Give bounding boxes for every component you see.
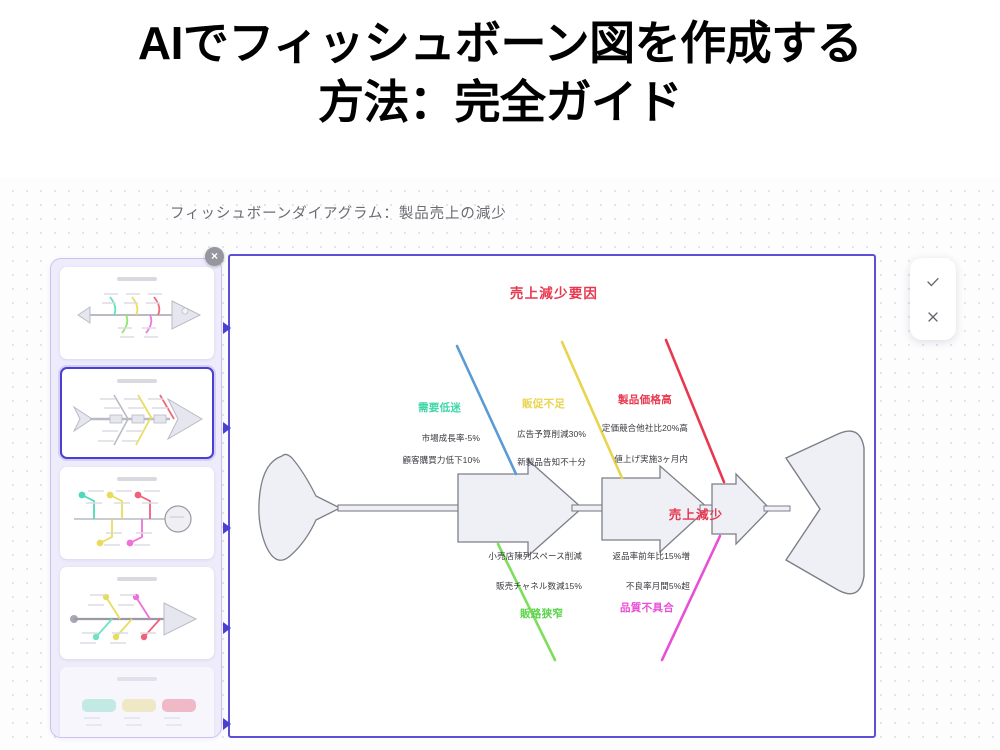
branch-1-cause-1: 新製品告知不十分 xyxy=(517,457,586,467)
branch-0-cause-0: 市場成長率-5% xyxy=(421,433,480,443)
thumbnail-title-placeholder xyxy=(117,577,157,581)
rail-caret-1[interactable] xyxy=(223,322,231,334)
thumbnail-preview-1 xyxy=(77,293,202,338)
sidebar-item-thumbnail-style-2[interactable] xyxy=(60,367,214,459)
thumbnail-preview-2 xyxy=(72,394,203,446)
sidebar-item-thumbnail-style-5[interactable] xyxy=(60,667,214,737)
branch-2-cause-0: 定価競合他社比20%高 xyxy=(601,423,688,433)
app-canvas-area: フィッシュボーンダイアグラム：製品売上の減少 xyxy=(0,178,1000,750)
thumbnail-preview-3 xyxy=(74,490,192,547)
branch-0-cause-1: 顧客購買力低下10% xyxy=(402,455,480,465)
rail-caret-2[interactable] xyxy=(223,422,231,434)
sidebar-item-thumbnail-style-3[interactable] xyxy=(60,467,214,559)
sidebar-item-thumbnail-style-1[interactable] xyxy=(60,267,214,359)
style-thumbnail-rail[interactable] xyxy=(50,258,222,738)
branch-2-cause-1: 値上げ実施3ヶ月内 xyxy=(614,454,688,464)
rail-caret-5[interactable] xyxy=(223,718,231,730)
app-frame: フィッシュボーンダイアグラム：製品売上の減少 xyxy=(36,178,1000,750)
page-title: AIでフィッシュボーン図を作成する 方法：完全ガイド xyxy=(0,14,1000,132)
fishbone-skeleton xyxy=(258,338,865,662)
rail-caret-3[interactable] xyxy=(223,522,231,534)
thumbnail-title-placeholder xyxy=(117,677,157,681)
page-title-line-2: 方法：完全ガイド xyxy=(318,75,683,128)
rail-caret-4[interactable] xyxy=(223,622,231,634)
thumbnail-preview-5 xyxy=(82,699,196,726)
canvas-heading: フィッシュボーンダイアグラム：製品売上の減少 xyxy=(170,206,507,222)
page-title-line-1: AIでフィッシュボーン図を作成する xyxy=(137,17,863,69)
thumbnail-preview-4 xyxy=(70,593,198,644)
branch-3-cause-0: 小売店陳列スペース削減 xyxy=(488,551,582,561)
branch-label-2: 製品価格高 xyxy=(618,394,672,406)
check-icon[interactable] xyxy=(920,269,946,295)
fishbone-diagram-board[interactable]: 売上減少要因 xyxy=(228,254,876,738)
branch-3-cause-1: 販売チャネル数減15% xyxy=(495,581,582,591)
thumbnail-title-placeholder xyxy=(117,477,157,481)
close-x-icon[interactable] xyxy=(920,304,946,330)
branch-4-cause-1: 不良率月間5%超 xyxy=(625,581,690,591)
accept-reject-panel[interactable] xyxy=(910,258,956,340)
sidebar-item-thumbnail-style-4[interactable] xyxy=(60,567,214,659)
branch-label-4: 品質不具合 xyxy=(620,602,674,614)
diagram-title: 売上減少要因 xyxy=(509,286,599,301)
branch-4-cause-0: 返品率前年比15%増 xyxy=(612,551,690,561)
branch-1-cause-0: 広告予算削減30% xyxy=(517,429,586,439)
branch-label-0: 需要低迷 xyxy=(418,402,462,414)
thumbnail-title-placeholder xyxy=(117,379,157,383)
branch-label-1: 販促不足 xyxy=(522,398,566,410)
close-icon[interactable]: × xyxy=(205,247,224,266)
branch-label-3: 販路狭窄 xyxy=(520,608,564,620)
effect-label: 売上減少 xyxy=(668,508,724,522)
thumbnail-title-placeholder xyxy=(117,277,157,281)
